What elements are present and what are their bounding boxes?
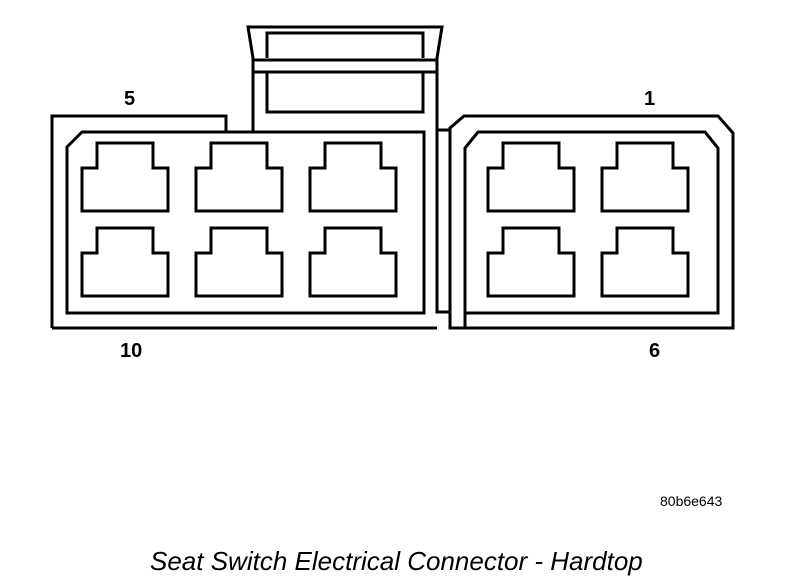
terminal-cavity — [194, 141, 284, 213]
locking-tab — [246, 25, 444, 132]
terminal-cavity — [308, 141, 398, 213]
terminal-cavity — [600, 226, 690, 298]
terminal-cavity — [600, 141, 690, 213]
terminal-cavity — [80, 226, 170, 298]
terminal-cavity — [486, 141, 576, 213]
diagram-caption: Seat Switch Electrical Connector - Hardt… — [150, 546, 643, 576]
terminal-cavity — [194, 226, 284, 298]
pin-label-1: 1 — [644, 88, 656, 110]
terminal-cavity — [80, 141, 170, 213]
terminal-cavity — [308, 226, 398, 298]
center-divider — [435, 128, 452, 314]
pin-label-6: 6 — [649, 340, 661, 362]
terminal-cavities — [80, 141, 690, 298]
reference-code: 80b6e643 — [660, 493, 723, 509]
right-connector-housing — [448, 114, 735, 330]
left-connector-housing — [50, 114, 437, 330]
terminal-cavity — [486, 226, 576, 298]
pin-label-5: 5 — [124, 88, 136, 110]
pin-label-10: 10 — [120, 340, 143, 362]
